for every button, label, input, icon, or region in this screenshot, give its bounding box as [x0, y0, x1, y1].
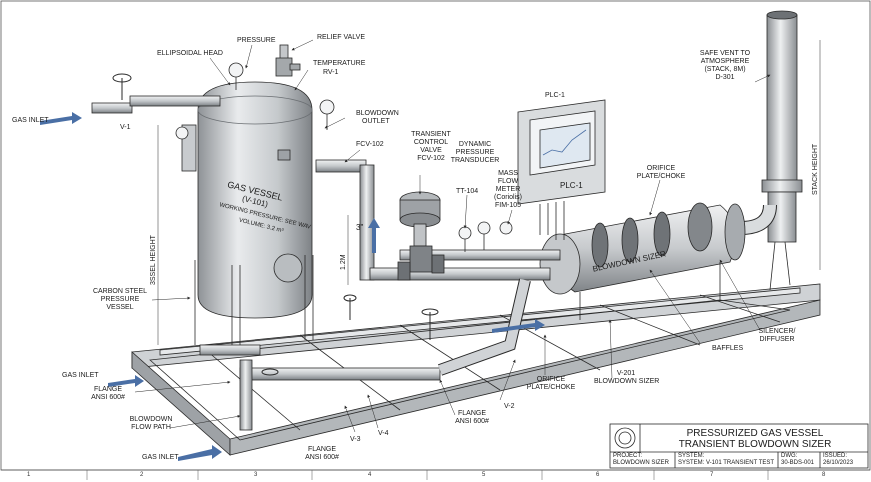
tb-dwg-label: DWG: [781, 453, 798, 459]
leader-lines [134, 39, 771, 433]
label-dynamic-2: PRESSURE [455, 149, 495, 156]
label-blowdown-flow-1: BLOWDOWN [129, 416, 173, 423]
tb-project-value: BLOWDOWN SIZER [613, 460, 670, 466]
flow-arrows [40, 112, 545, 461]
label-gas-inlet-mid: GAS INLET [62, 372, 99, 379]
control-valve-fcv102 [397, 191, 445, 281]
label-safe-vent-2: ATMOSPHERE [700, 58, 750, 65]
vent-stack [739, 10, 803, 291]
title-line-1: PRESSURIZED GAS VESSEL [686, 428, 824, 439]
label-ellipsoidal-head: ELLIPSOIDAL HEAD [157, 50, 223, 57]
label-v2: V-2 [504, 403, 515, 410]
label-pressure: PRESSURE [237, 37, 276, 44]
label-transient-2: CONTROL [413, 139, 449, 146]
label-orifice-bot-1: ORIFICE [536, 376, 566, 383]
tb-project-label: PROJECT: [613, 453, 643, 459]
label-fcv102: FCV-102 [356, 141, 384, 148]
grid-number: 1 [27, 472, 31, 478]
label-temperature: TEMPERATURE [313, 60, 366, 67]
label-transient-1: TRANSIENT [411, 131, 451, 138]
label-v201-1: V-201 [616, 370, 636, 377]
tb-issued-label: ISSUED: [823, 453, 848, 459]
label-v1: V-1 [120, 124, 131, 131]
label-mass-4: (Coriolis) [494, 194, 522, 201]
label-plc-panel: PLC-1 [560, 181, 583, 190]
label-tt104: TT-104 [456, 188, 479, 195]
skid-frame [131, 283, 821, 456]
label-carbon-3: VESSEL [106, 304, 134, 311]
relief-valve-rv1 [275, 44, 301, 77]
dimension-lines [157, 40, 821, 345]
label-blowdown-flow-2: FLOW PATH [131, 424, 171, 431]
grid-number: 3 [254, 472, 258, 478]
label-carbon-1: CARBON STEEL [92, 288, 148, 295]
label-v201-2: BLOWDOWN SIZER [594, 378, 660, 385]
label-gas-inlet-top: GAS INLET [12, 117, 49, 124]
label-mass-2: FLOW [497, 178, 519, 185]
label-carbon-2: PRESSURE [100, 296, 140, 303]
label-flange2-2: ANSI 600# [305, 454, 339, 461]
plc-panel [517, 99, 606, 240]
label-flange3-1: FLANGE [457, 410, 486, 417]
label-v3: V-3 [350, 436, 361, 443]
label-blowdown-outlet-2: OUTLET [362, 118, 390, 125]
label-relief-valve: RELIEF VALVE [317, 34, 365, 41]
label-v4: V-4 [378, 430, 389, 437]
grid-number: 6 [596, 472, 600, 478]
label-mass-3: METER [495, 186, 521, 193]
piping [91, 95, 561, 431]
label-dim-12m: 1.2M [340, 254, 347, 270]
tb-system-label: SYSTEM: [678, 453, 705, 459]
label-orifice-bot-2: PLATE/CHOKE [526, 384, 576, 391]
tb-system-value: SYSTEM: V-101 TRANSIENT TEST [678, 460, 775, 466]
label-flange2-1: FLANGE [307, 446, 336, 453]
tb-issued-value: 26/10/2023 [823, 460, 854, 466]
label-transient-3: VALVE [420, 147, 442, 154]
grid-number: 8 [822, 472, 826, 478]
label-mass-1: MASS [498, 170, 518, 177]
grid-number: 4 [368, 472, 372, 478]
grid-number: 2 [140, 472, 144, 478]
grid-number: 7 [710, 472, 714, 478]
tb-dwg-value: 30-BDS-001 [781, 460, 815, 466]
valve-handwheels [112, 73, 439, 376]
label-dim-3in: 3" [356, 223, 364, 232]
label-orifice-top-1: ORIFICE [646, 165, 676, 172]
label-transient-4: FCV-102 [417, 155, 445, 162]
label-silencer-2: DIFFUSER [759, 336, 795, 343]
label-safe-vent-1: SAFE VENT TO [699, 50, 751, 57]
label-gas-inlet-bottom: GAS INLET [142, 454, 179, 461]
label-mass-5: FIM-105 [494, 202, 522, 209]
label-orifice-top-2: PLATE/CHOKE [636, 173, 686, 180]
label-silencer-1: SILENCER/ [758, 328, 796, 335]
label-flange1-2: ANSI 600# [91, 394, 125, 401]
label-stack-height: STACK HEIGHT [812, 143, 819, 195]
label-flange3-2: ANSI 600# [455, 418, 489, 425]
label-flange1-1: FLANGE [93, 386, 122, 393]
title-line-2: TRANSIENT BLOWDOWN SIZER [678, 439, 832, 450]
label-plc-top: PLC-1 [545, 92, 565, 99]
grid-ticks [86, 470, 769, 480]
label-dynamic-1: DYNAMIC [458, 141, 492, 148]
label-vessel-height: 3SSEL HEIGHT [150, 235, 157, 285]
title-block [609, 423, 869, 469]
label-blowdown-outlet-1: BLOWDOWN [356, 110, 399, 117]
label-safe-vent-4: D-301 [715, 74, 735, 81]
label-safe-vent-3: (STACK, 8m) [704, 66, 746, 73]
gauges [175, 62, 513, 252]
label-rv1: RV-1 [323, 69, 339, 76]
grid-number: 5 [482, 472, 486, 478]
label-dynamic-3: TRANSDUCER [450, 157, 500, 164]
gas-vessel-v101 [181, 81, 314, 355]
label-baffles: BAFFLES [712, 345, 744, 352]
